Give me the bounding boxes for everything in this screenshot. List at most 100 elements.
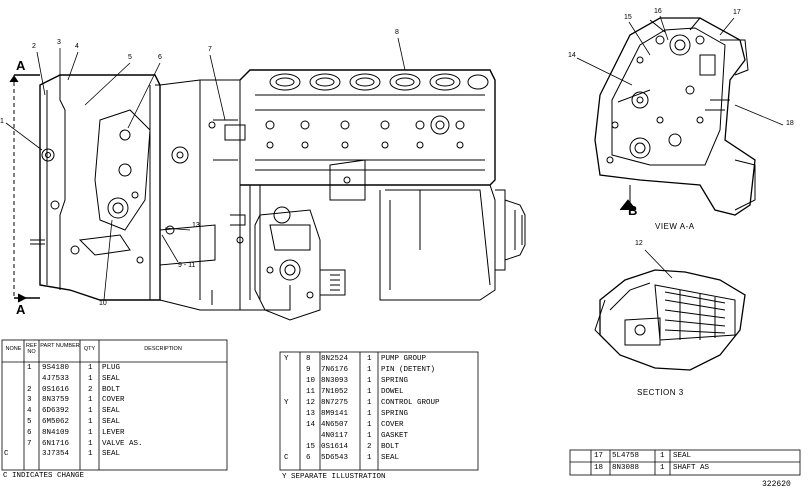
row-ref-no: 3 [27,396,32,405]
left-table-grid [1,339,228,471]
callout-5: 5 [128,54,132,61]
row-qty: 1 [367,454,372,462]
view-aa-drawing [576,15,784,216]
control-group [230,206,346,321]
row-qty: 1 [367,421,372,429]
row-ref-no: 2 [27,385,32,394]
row-qty: 1 [88,428,93,437]
row-ref-no: 15 [306,443,316,451]
callout-1: 1 [0,118,4,125]
callout-16: 16 [654,8,662,15]
row-qty: 1 [88,364,93,372]
row-description: PUMP GROUP [381,355,427,363]
callout-9-11: 9 - 11 [178,262,196,269]
row-description: GASKET [381,432,409,440]
row-description: SEAL [102,407,121,416]
callout-12: 12 [635,240,643,247]
row-qty: 2 [367,443,372,451]
row-description: BOLT [381,443,400,451]
view-aa-label: VIEW A-A [655,222,695,231]
row-qty: 1 [367,366,372,374]
header-qty: QTY [83,346,96,352]
section-arrows [9,74,40,303]
row-part-number: 7N6176 [321,366,349,374]
row-part-number: 6N1716 [42,439,70,448]
row-description: VALVE AS. [102,439,143,448]
row-qty: 1 [660,463,665,472]
callout-6: 6 [158,54,162,61]
callout-2: 2 [32,43,36,50]
row-ref-no: 14 [306,421,316,429]
row-description: LEVER [102,428,125,437]
row-ref-no: 18 [594,463,604,472]
row-part-number: 8N3759 [42,396,70,405]
row-qty: 1 [88,450,93,459]
row-ref-no: 10 [306,377,316,385]
row-qty: 2 [88,385,93,394]
row-description: SEAL [381,454,400,462]
callout-10: 10 [99,300,107,307]
row-description: SEAL [102,374,121,383]
row-description: PIN (DETENT) [381,366,436,374]
row-flag: Y [284,399,289,407]
callout-13: 13 [192,222,200,229]
row-description: SPRING [381,377,409,385]
row-ref-no: 5 [27,418,32,426]
row-ref-no: 12 [306,399,316,407]
callout-7: 7 [208,46,212,53]
header-description: DESCRIPTION [144,346,182,352]
section-arrow-a-top: A [16,58,26,73]
row-part-number: 8N3088 [612,463,640,472]
row-part-number: 4N6507 [321,421,349,429]
row-part-number: 4J7533 [42,374,70,383]
row-ref-no: 9 [306,366,311,374]
row-part-number: 3J7354 [42,450,70,459]
callout-18: 18 [786,120,794,127]
row-flag: C [4,450,9,459]
row-description: SPRING [381,410,409,418]
row-description: SHAFT AS [673,463,710,472]
section-arrow-a-bottom: A [16,302,26,317]
row-description: DOWEL [381,388,404,396]
row-ref-no: 8 [306,355,311,363]
row-qty: 1 [367,432,372,440]
row-description: SEAL [102,418,121,426]
row-flag: C [284,454,289,462]
callout-15: 15 [624,14,632,21]
row-part-number: 6D6392 [42,407,70,416]
section-3-drawing [594,249,746,371]
row-qty: 1 [88,418,93,426]
row-part-number: 8N2524 [321,355,349,363]
row-qty: 1 [88,407,93,416]
row-qty: 1 [660,452,665,460]
governor-housing [30,74,246,311]
change-footnote: C INDICATES CHANGE [3,472,85,480]
drawing-number: 322620 [762,480,791,489]
row-part-number: 5D6543 [321,454,349,462]
section-3-label: SECTION 3 [637,388,684,397]
view-arrow-b: B [628,203,638,218]
callout-leaders [5,37,406,301]
row-part-number: 4N0117 [321,432,349,440]
row-description: COVER [381,421,404,429]
row-flag: Y [284,355,289,363]
row-ref-no: 13 [306,410,316,418]
right-table-grid [569,449,801,476]
row-ref-no: 7 [27,439,32,448]
separate-illustration-footnote: Y SEPARATE ILLUSTRATION [282,473,386,481]
row-description: COVER [102,396,125,405]
row-ref-no: 6 [27,428,32,437]
row-part-number: 8N3093 [321,377,349,385]
row-qty: 1 [367,377,372,385]
row-description: SEAL [102,450,121,459]
row-qty: 1 [367,355,372,363]
row-part-number: 8M9141 [321,410,349,418]
callout-8: 8 [395,29,399,36]
row-qty: 1 [88,396,93,405]
row-qty: 1 [367,399,372,407]
row-part-number: 7N1052 [321,388,349,396]
header-none: NONE [5,346,22,352]
row-part-number: 8N7275 [321,399,349,407]
row-description: CONTROL GROUP [381,399,440,407]
